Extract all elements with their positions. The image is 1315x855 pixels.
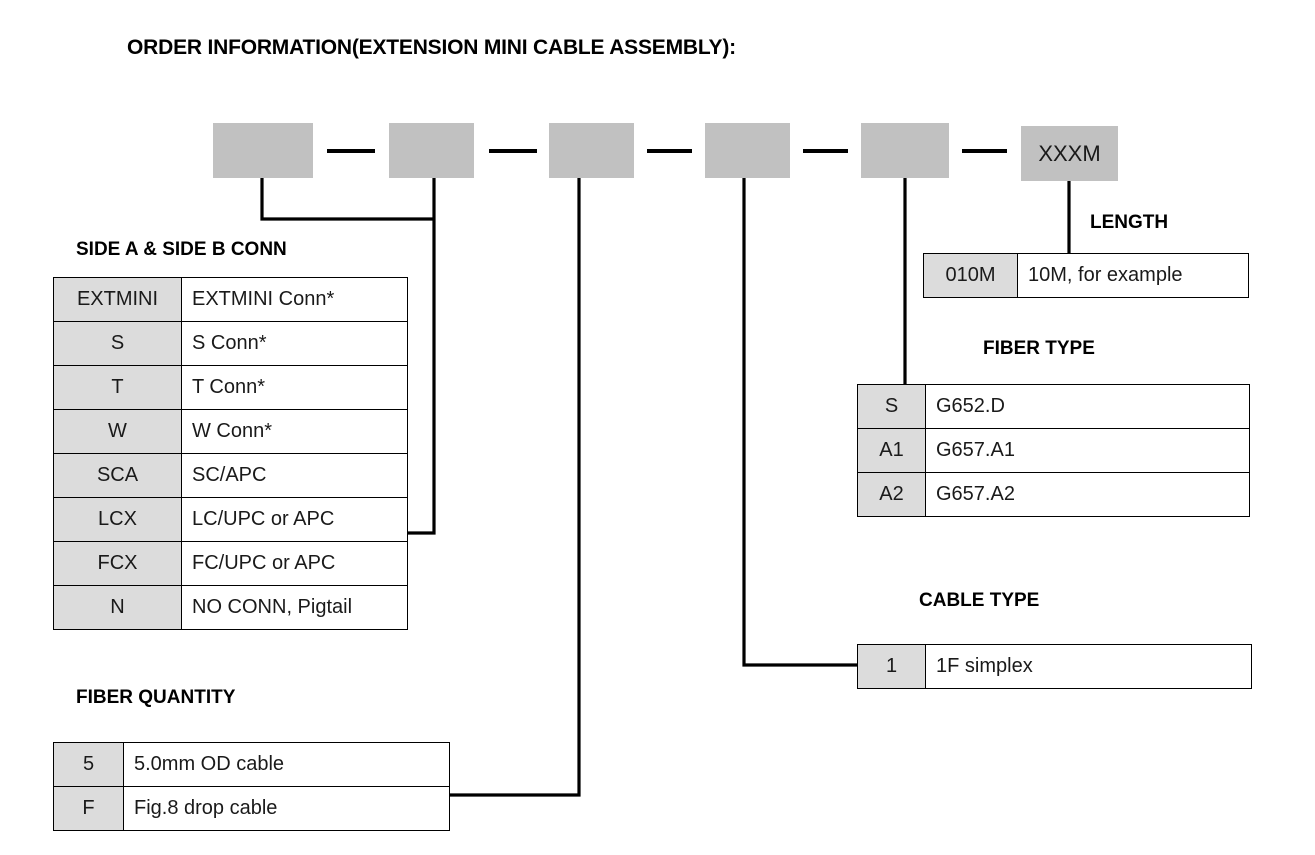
table-row: W W Conn* xyxy=(53,409,408,454)
table-row: N NO CONN, Pigtail xyxy=(53,585,408,630)
row-code: 1 xyxy=(857,644,926,689)
separator-dash-1 xyxy=(327,149,375,153)
row-desc: W Conn* xyxy=(181,409,408,454)
heading-fiber-quantity: FIBER QUANTITY xyxy=(76,687,236,708)
heading-fiber-type: FIBER TYPE xyxy=(983,338,1095,359)
row-desc: G652.D xyxy=(925,384,1250,429)
table-length: 010M 10M, for example xyxy=(923,253,1249,298)
table-row: FCX FC/UPC or APC xyxy=(53,541,408,586)
row-desc: S Conn* xyxy=(181,321,408,366)
separator-dash-5 xyxy=(962,149,1007,153)
row-code: S xyxy=(857,384,926,429)
code-box-side-b-conn[interactable] xyxy=(389,123,474,178)
row-code: A2 xyxy=(857,472,926,517)
row-desc: G657.A2 xyxy=(925,472,1250,517)
row-code: SCA xyxy=(53,453,182,498)
table-row: F Fig.8 drop cable xyxy=(53,786,450,831)
separator-dash-3 xyxy=(647,149,692,153)
row-desc: 10M, for example xyxy=(1017,253,1249,298)
row-code: 5 xyxy=(53,742,124,787)
row-desc: LC/UPC or APC xyxy=(181,497,408,542)
row-desc: 1F simplex xyxy=(925,644,1252,689)
row-code: T xyxy=(53,365,182,410)
row-code: LCX xyxy=(53,497,182,542)
table-length-body: 010M 10M, for example xyxy=(923,253,1249,298)
code-box-side-a-conn[interactable] xyxy=(213,123,313,178)
wire-side-b-conn xyxy=(407,178,436,535)
table-side-conn: EXTMINI EXTMINI Conn* S S Conn* T T Conn… xyxy=(53,277,408,630)
row-desc: NO CONN, Pigtail xyxy=(181,585,408,630)
table-row: LCX LC/UPC or APC xyxy=(53,497,408,542)
table-row: A2 G657.A2 xyxy=(857,472,1250,517)
table-fiber-type-body: S G652.D A1 G657.A1 A2 G657.A2 xyxy=(857,384,1250,517)
row-desc: 5.0mm OD cable xyxy=(123,742,450,787)
row-code: FCX xyxy=(53,541,182,586)
code-box-cable-type[interactable] xyxy=(705,123,790,178)
table-fiber-quantity-body: 5 5.0mm OD cable F Fig.8 drop cable xyxy=(53,742,450,831)
table-row: EXTMINI EXTMINI Conn* xyxy=(53,277,408,322)
heading-side-conn: SIDE A & SIDE B CONN xyxy=(76,239,287,260)
code-box-fiber-type[interactable] xyxy=(861,123,949,178)
table-row: 010M 10M, for example xyxy=(923,253,1249,298)
row-desc: Fig.8 drop cable xyxy=(123,786,450,831)
row-code: N xyxy=(53,585,182,630)
wire-fiber-quantity xyxy=(449,178,581,797)
row-desc: T Conn* xyxy=(181,365,408,410)
table-row: 1 1F simplex xyxy=(857,644,1252,689)
row-code: A1 xyxy=(857,428,926,473)
table-cable-type: 1 1F simplex xyxy=(857,644,1252,689)
heading-cable-type: CABLE TYPE xyxy=(919,590,1040,611)
code-box-fiber-quantity[interactable] xyxy=(549,123,634,178)
table-row: SCA SC/APC xyxy=(53,453,408,498)
table-fiber-quantity: 5 5.0mm OD cable F Fig.8 drop cable xyxy=(53,742,450,831)
table-row: S G652.D xyxy=(857,384,1250,429)
table-row: T T Conn* xyxy=(53,365,408,410)
separator-dash-2 xyxy=(489,149,537,153)
row-code: S xyxy=(53,321,182,366)
table-row: S S Conn* xyxy=(53,321,408,366)
wire-side-a-conn xyxy=(260,178,434,221)
table-fiber-type: S G652.D A1 G657.A1 A2 G657.A2 xyxy=(857,384,1250,517)
separator-dash-4 xyxy=(803,149,848,153)
row-desc: SC/APC xyxy=(181,453,408,498)
heading-length: LENGTH xyxy=(1090,212,1169,233)
row-code: EXTMINI xyxy=(53,277,182,322)
page-title: ORDER INFORMATION(EXTENSION MINI CABLE A… xyxy=(127,36,736,59)
table-side-conn-body: EXTMINI EXTMINI Conn* S S Conn* T T Conn… xyxy=(53,277,408,630)
code-box-length[interactable]: XXXM xyxy=(1021,126,1118,181)
row-desc: EXTMINI Conn* xyxy=(181,277,408,322)
row-desc: G657.A1 xyxy=(925,428,1250,473)
row-code: W xyxy=(53,409,182,454)
row-code: F xyxy=(53,786,124,831)
row-desc: FC/UPC or APC xyxy=(181,541,408,586)
table-row: 5 5.0mm OD cable xyxy=(53,742,450,787)
row-code: 010M xyxy=(923,253,1018,298)
wire-cable-type xyxy=(742,178,857,667)
table-cable-type-body: 1 1F simplex xyxy=(857,644,1252,689)
table-row: A1 G657.A1 xyxy=(857,428,1250,473)
